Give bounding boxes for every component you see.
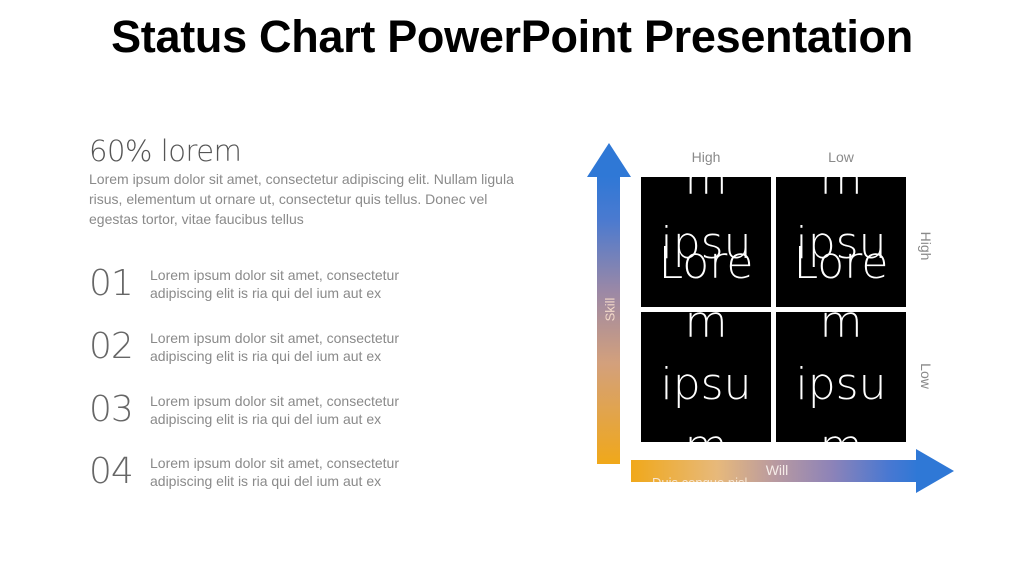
quadrant-top-right: m ipsu Lore m xyxy=(776,177,906,307)
list-item: 01 Lorem ipsum dolor sit amet, consectet… xyxy=(89,262,449,306)
list-number: 02 xyxy=(89,326,134,367)
quadrant-text: ipsu xyxy=(795,218,887,269)
quadrant-text: Lore xyxy=(793,238,889,289)
arrow-right-icon xyxy=(916,449,954,493)
row-label-high: High xyxy=(918,231,934,261)
quadrant-text: m xyxy=(684,312,728,348)
list-text: Lorem ipsum dolor sit amet, consectetur … xyxy=(150,330,399,364)
will-axis-arrow-shaft xyxy=(631,460,918,482)
quadrant-text: ipsu xyxy=(795,359,887,410)
column-label-low: Low xyxy=(828,149,854,165)
list-number: 04 xyxy=(89,451,134,492)
row-label-low: Low xyxy=(918,363,934,389)
will-axis-label: Will xyxy=(765,462,789,478)
quadrant-text: m xyxy=(819,312,863,348)
list-item: 03 Lorem ipsum dolor sit amet, consectet… xyxy=(89,388,449,432)
arrow-up-icon xyxy=(587,143,631,177)
skill-axis-label: Skill xyxy=(602,297,618,322)
overflow-caption: Duis congue nisl xyxy=(652,476,772,482)
skill-axis-arrow-shaft xyxy=(597,176,620,464)
quadrant-text: m xyxy=(776,416,906,442)
quadrant-text: m xyxy=(819,177,863,205)
intro-body: Lorem ipsum dolor sit amet, consectetur … xyxy=(89,171,514,227)
quadrant-text: m xyxy=(641,416,771,442)
list-text: Lorem ipsum dolor sit amet, consectetur … xyxy=(150,455,399,489)
quadrant-text: m xyxy=(776,293,906,307)
quadrant-bottom-left: m ipsu m xyxy=(641,312,771,442)
list-text: Lorem ipsum dolor sit amet, consectetur … xyxy=(150,393,399,427)
quadrant-text: ipsu xyxy=(660,359,752,410)
quadrant-text: m xyxy=(684,177,728,205)
list-number: 03 xyxy=(89,389,134,430)
quadrant-text: Lore xyxy=(658,238,754,289)
quadrant-bottom-right: m ipsu m xyxy=(776,312,906,442)
list-item: 02 Lorem ipsum dolor sit amet, consectet… xyxy=(89,325,449,369)
intro-heading: 60% lorem xyxy=(89,134,242,168)
list-number: 01 xyxy=(89,263,134,304)
quadrant-top-left: m ipsu Lore m xyxy=(641,177,771,307)
slide-title: Status Chart PowerPoint Presentation xyxy=(111,11,913,62)
list-item: 04 Lorem ipsum dolor sit amet, consectet… xyxy=(89,450,449,494)
quadrant-text: m xyxy=(641,293,771,307)
column-label-high: High xyxy=(691,149,721,165)
quadrant-text: ipsu xyxy=(660,218,752,269)
list-text: Lorem ipsum dolor sit amet, consectetur … xyxy=(150,267,399,301)
